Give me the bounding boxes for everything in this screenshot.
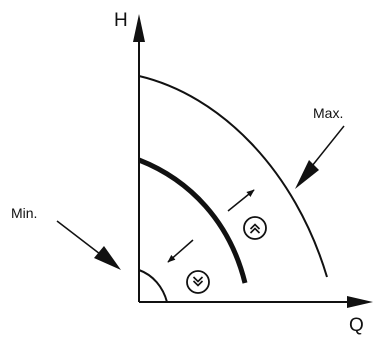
axes (133, 14, 373, 308)
decrease-arrow (167, 239, 194, 263)
increase-arrow (227, 189, 255, 212)
max-pointer-arrowhead (295, 160, 319, 189)
min-curve (138, 269, 168, 303)
x-axis-arrowhead (347, 296, 373, 308)
chevron-up-circle-icon (243, 216, 267, 240)
max-pointer (295, 125, 345, 189)
y-axis-label: H (114, 10, 128, 31)
min-pointer-arrowhead (94, 246, 121, 270)
min-pointer (56, 220, 121, 270)
min-label: Min. (11, 205, 38, 221)
max-curve (138, 75, 328, 278)
chevron-down-circle-icon (186, 270, 210, 294)
operating-curve (138, 157, 248, 284)
x-axis-label: Q (349, 315, 364, 336)
max-label: Max. (313, 105, 344, 121)
y-axis-arrowhead (133, 14, 145, 42)
